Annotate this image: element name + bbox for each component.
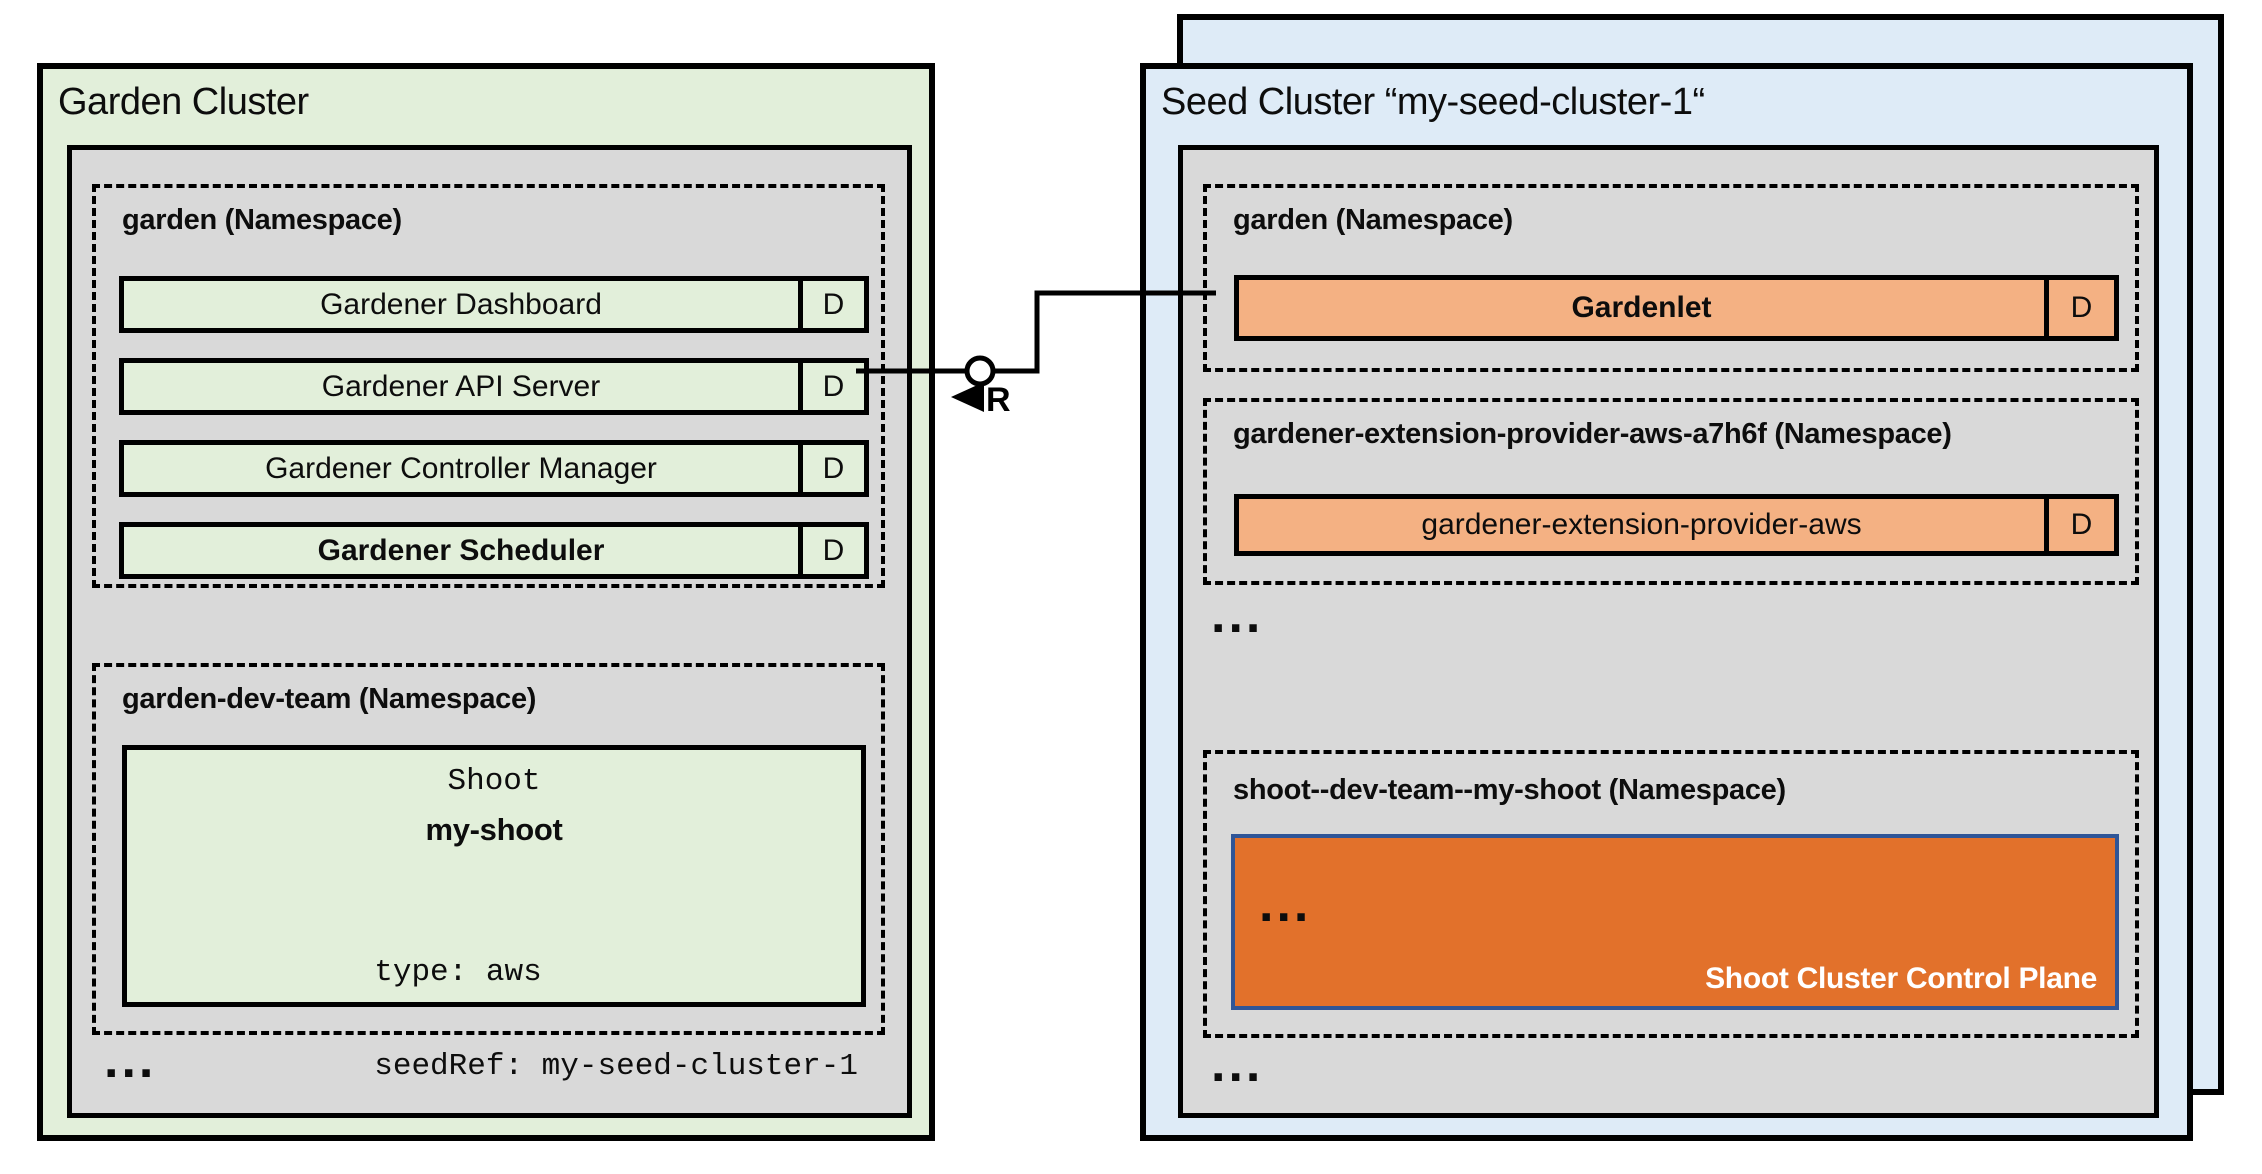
shoot-resource-box: Shoot my-shoot type: aws seedRef: my-see… (122, 745, 866, 1084)
namespace-label: gardener-extension-provider-aws-a7h6f (N… (1233, 418, 1952, 450)
control-plane-label: Shoot Cluster Control Plane (1705, 962, 2097, 995)
deployment-badge: D (2044, 499, 2114, 551)
shoot-spec-type: type: aws (374, 955, 542, 990)
namespace-label: shoot--dev-team--my-shoot (Namespace) (1233, 774, 1786, 806)
deployment-row-gardener-api-server: Gardener API Server D (119, 358, 869, 415)
deployment-badge: D (798, 527, 864, 574)
deployment-badge: D (798, 363, 864, 410)
seed-cluster-title: Seed Cluster “my-seed-cluster-1“ (1161, 81, 1705, 123)
ellipsis-control-plane-components: ... (1259, 875, 1312, 933)
shoot-resource-kind: Shoot (447, 764, 541, 799)
namespace-box-extension-provider: gardener-extension-provider-aws-a7h6f (N… (1203, 398, 2139, 585)
shoot-resource-spec: type: aws seedRef: my-seed-cluster-1 (151, 902, 858, 1137)
interface-lollipop-icon (964, 355, 996, 387)
deployment-badge: D (2044, 280, 2114, 336)
namespace-label: garden (Namespace) (122, 204, 402, 236)
deployment-row-gardener-dashboard: Gardener Dashboard D (119, 276, 869, 333)
garden-cluster-box: Garden Cluster garden (Namespace) Garden… (37, 63, 935, 1141)
namespace-box-garden-dev-team: garden-dev-team (Namespace) Shoot my-sho… (92, 663, 885, 1084)
ellipsis-more-namespaces: ... (104, 1031, 157, 1089)
shoot-spec-seedref: seedRef: my-seed-cluster-1 (374, 1049, 858, 1084)
namespace-box-seed-garden: garden (Namespace) Gardenlet D (1203, 184, 2139, 372)
ellipsis-more-shoot-namespaces: ... (1211, 1035, 1264, 1093)
deployment-row-gardenlet: Gardenlet D (1234, 275, 2119, 341)
seed-cluster-box: Seed Cluster “my-seed-cluster-1“ garden … (1140, 63, 2193, 1141)
deployment-row-gardener-scheduler: Gardener Scheduler D (119, 522, 869, 579)
namespace-box-garden: garden (Namespace) Gardener Dashboard D … (92, 184, 885, 588)
ellipsis-more-extension-namespaces: ... (1211, 586, 1264, 644)
seed-cluster-panel: garden (Namespace) Gardenlet D gardener-… (1178, 145, 2159, 1118)
shoot-cluster-control-plane-box: ... Shoot Cluster Control Plane (1231, 834, 2119, 1010)
deployment-name: gardener-extension-provider-aws (1421, 508, 1862, 541)
garden-cluster-panel: garden (Namespace) Gardener Dashboard D … (67, 145, 912, 1118)
arrow-left-icon (951, 382, 984, 412)
deployment-name: Gardener Controller Manager (265, 451, 657, 485)
deployment-name: Gardenlet (1571, 291, 1712, 324)
deployment-row-gardener-controller-manager: Gardener Controller Manager D (119, 440, 869, 497)
shoot-resource-name: my-shoot (425, 812, 563, 847)
deployment-name: Gardener Scheduler (317, 533, 605, 567)
namespace-label: garden-dev-team (Namespace) (122, 683, 537, 715)
deployment-badge: D (798, 445, 864, 492)
namespace-label: garden (Namespace) (1233, 204, 1513, 236)
connector-label: R (986, 381, 1011, 419)
deployment-name: Gardener API Server (321, 369, 601, 403)
garden-cluster-title: Garden Cluster (58, 81, 309, 123)
deployment-badge: D (798, 281, 864, 328)
deployment-name: Gardener Dashboard (320, 287, 602, 321)
namespace-box-shoot-dev-team-my-shoot: shoot--dev-team--my-shoot (Namespace) ..… (1203, 750, 2139, 1038)
deployment-row-extension-provider-aws: gardener-extension-provider-aws D (1234, 494, 2119, 556)
